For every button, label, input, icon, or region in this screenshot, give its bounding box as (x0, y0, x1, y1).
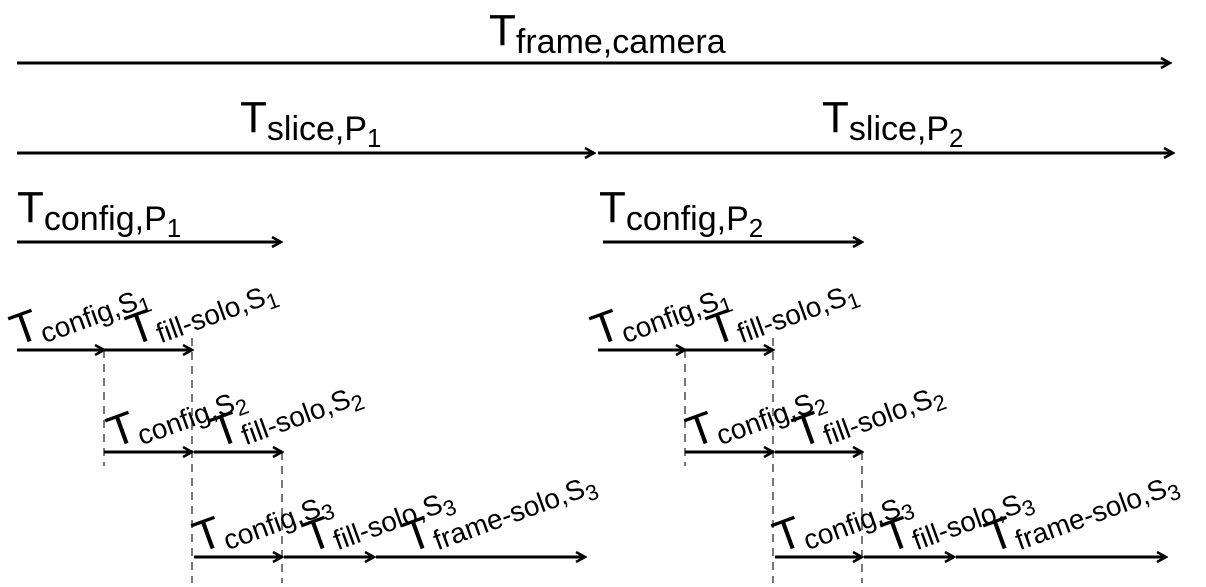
fill-s1-label: Tfill-solo,S1 (120, 257, 283, 363)
config-p2-label: Tconfig,P2 (599, 183, 763, 243)
fill-s2-label: Tfill-solo,S2 (787, 359, 950, 465)
frame-camera-label: Tframe,camera (489, 6, 726, 61)
fill-s1-label: Tfill-solo,S1 (701, 257, 864, 363)
config-p1-label: Tconfig,P1 (17, 183, 181, 243)
fill-s2-label: Tfill-solo,S2 (205, 359, 368, 465)
slice-p2-label: Tslice,P2 (822, 93, 964, 153)
slice-p1-label: Tslice,P1 (240, 93, 382, 153)
